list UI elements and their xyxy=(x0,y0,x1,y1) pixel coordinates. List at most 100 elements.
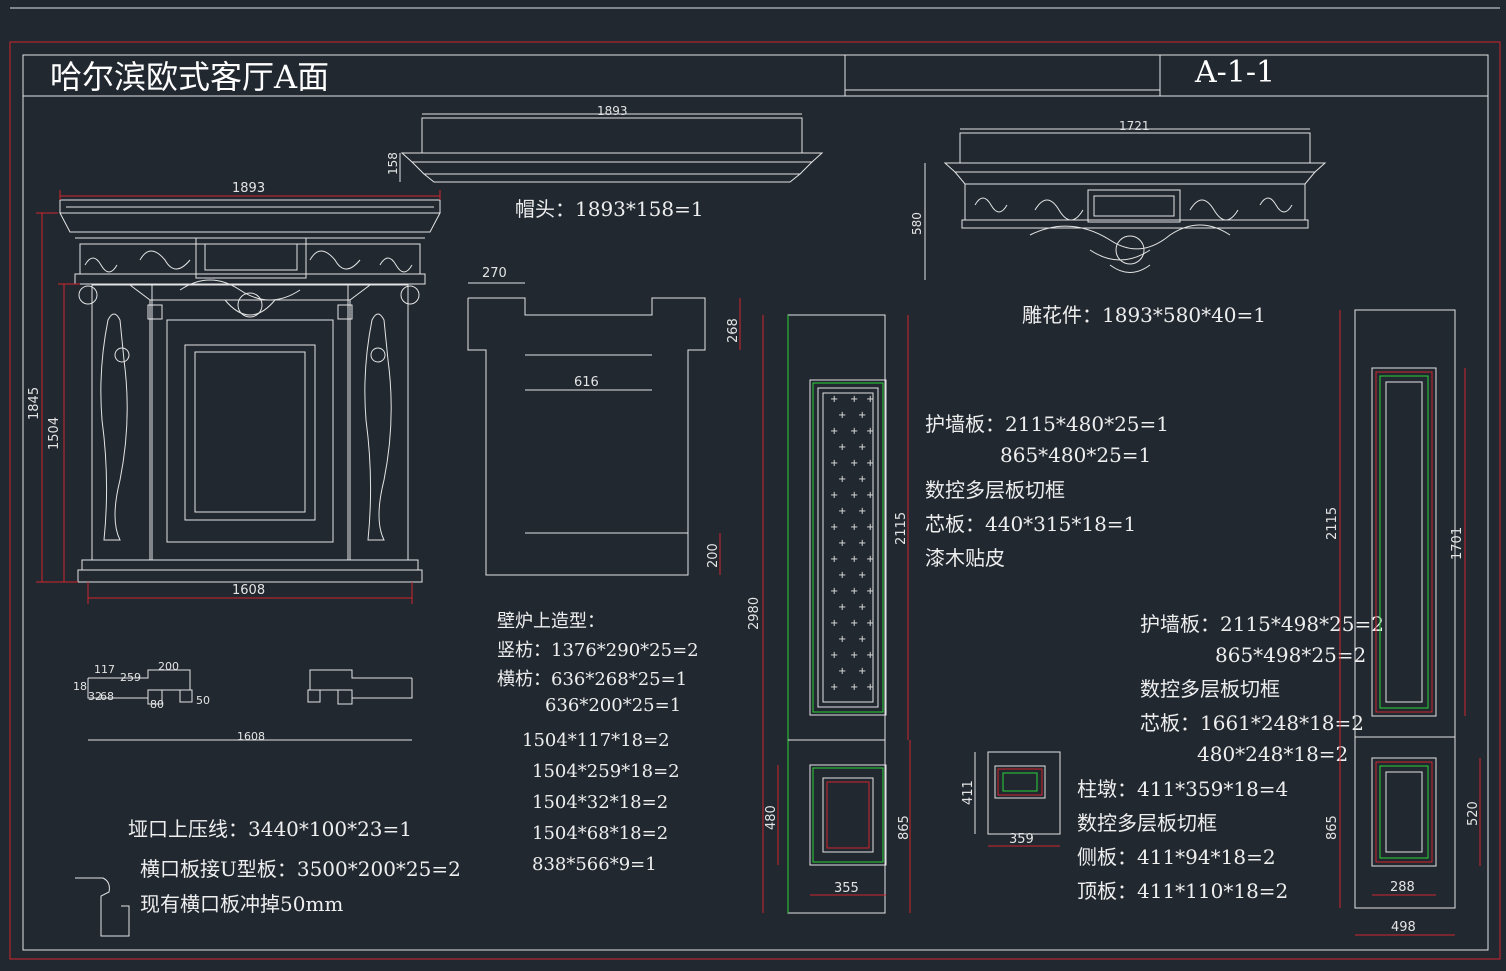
note-wall1-1: 865*480*25=1 xyxy=(1000,443,1151,467)
dim-panel1-width: 355 xyxy=(834,881,859,896)
dim-post-w: 359 xyxy=(1009,832,1034,847)
plus-mark: + xyxy=(866,490,874,501)
note-post-0: 柱墩：411*359*18=4 xyxy=(1077,777,1288,801)
dim-upper-mid: 616 xyxy=(574,375,599,390)
plus-mark: + xyxy=(858,602,866,613)
note-carve: 雕花件：1893*580*40=1 xyxy=(1022,303,1266,327)
plus-mark: + xyxy=(866,426,874,437)
plus-mark: + xyxy=(858,634,866,645)
note-wall1-4: 漆木贴皮 xyxy=(925,546,1005,570)
plus-mark: + xyxy=(850,554,858,565)
sheet-border xyxy=(9,7,1501,960)
note-wall2-4: 480*248*18=2 xyxy=(1197,742,1348,766)
dim-fp-width: 1893 xyxy=(232,181,265,196)
plus-mark: + xyxy=(858,442,866,453)
plus-mark: + xyxy=(850,426,858,437)
note-bottom-0: 垭口上压线：3440*100*23=1 xyxy=(128,817,412,841)
u-profile-detail xyxy=(75,877,130,937)
note-wall1-3: 芯板：440*315*18=1 xyxy=(925,512,1136,536)
dim-upper-top: 270 xyxy=(482,266,507,281)
plus-mark: + xyxy=(866,554,874,565)
plus-mark: + xyxy=(838,506,846,517)
plus-mark: + xyxy=(830,426,838,437)
plus-mark: + xyxy=(838,474,846,485)
plus-mark: + xyxy=(866,394,874,405)
plus-mark: + xyxy=(850,682,858,693)
plus-mark: + xyxy=(830,650,838,661)
note-post-3: 顶板：411*110*18=2 xyxy=(1077,879,1288,903)
note-wall2-3: 芯板：1661*248*18=2 xyxy=(1140,711,1364,735)
plus-mark: + xyxy=(866,458,874,469)
dim-panel2-inner: 1701 xyxy=(1450,527,1465,560)
plus-mark: + xyxy=(830,682,838,693)
dim-fp-base-width: 1608 xyxy=(232,583,265,598)
plus-mark: + xyxy=(866,618,874,629)
plus-mark: + xyxy=(838,666,846,677)
dim-plan-a1: 117 xyxy=(94,663,115,676)
plus-mark: + xyxy=(830,586,838,597)
plus-mark: + xyxy=(830,618,838,629)
dim-upper-right1: 268 xyxy=(726,318,741,343)
plus-mark: + xyxy=(830,458,838,469)
wall-panel-2: 2115 1701 865 520 288 498 xyxy=(1325,309,1481,936)
note-wall1-2: 数控多层板切框 xyxy=(925,478,1065,502)
note-upper-4: 1504*117*18=2 xyxy=(522,730,670,751)
plus-mark: + xyxy=(838,570,846,581)
plus-mark: + xyxy=(858,570,866,581)
note-upper-8: 838*566*9=1 xyxy=(532,854,657,875)
plus-mark: + xyxy=(858,410,866,421)
dim-plan-a5: 50 xyxy=(196,694,210,707)
dim-panel1-total: 2980 xyxy=(747,597,762,630)
dim-panel2-width: 498 xyxy=(1391,920,1416,935)
note-bottom-2: 现有横口板冲掉50mm xyxy=(140,892,343,916)
plus-mark: + xyxy=(830,490,838,501)
dim-carve-width: 1721 xyxy=(1119,119,1150,133)
plus-mark: + xyxy=(866,682,874,693)
plus-mark: + xyxy=(858,538,866,549)
dim-panel2-inner-w: 288 xyxy=(1390,880,1415,895)
plus-mark: + xyxy=(838,634,846,645)
dim-plan-a2: 259 xyxy=(120,671,141,684)
plus-mark: + xyxy=(830,394,838,405)
plus-mark: + xyxy=(838,538,846,549)
plus-mark: + xyxy=(850,650,858,661)
dim-plan-a6: 80 xyxy=(150,698,164,711)
note-bottom-1: 横口板接U型板：3500*200*25=2 xyxy=(140,857,461,881)
dim-upper-right2: 200 xyxy=(706,543,721,568)
plus-mark: + xyxy=(830,554,838,565)
plus-mark: + xyxy=(866,586,874,597)
note-wall2-0: 护墙板：2115*498*25=2 xyxy=(1140,612,1384,636)
dim-plan-a3: 200 xyxy=(158,660,179,673)
cap-profile: 1893 158 xyxy=(386,104,824,183)
plus-mark: + xyxy=(850,490,858,501)
note-cap: 帽头：1893*158=1 xyxy=(515,197,704,221)
fireplace-dimensions: 1893 1845 1504 1608 xyxy=(27,181,441,604)
carving-profile: 1721 580 xyxy=(910,119,1327,280)
sheet-number: A-1-1 xyxy=(1194,55,1275,90)
dim-plan-a8: 68 xyxy=(100,690,114,703)
note-upper-7: 1504*68*18=2 xyxy=(532,823,668,844)
plan-section: 117 259 200 18 50 80 32 68 1608 xyxy=(73,660,413,743)
plus-mark: + xyxy=(858,666,866,677)
note-upper-0: 壁炉上造型： xyxy=(497,611,605,632)
dim-panel1-top: 2115 xyxy=(894,512,909,545)
plus-mark: + xyxy=(830,522,838,533)
fireplace-elevation xyxy=(59,199,441,583)
dim-post-h: 411 xyxy=(961,780,976,805)
dim-panel2-inner-b: 520 xyxy=(1466,801,1481,826)
note-upper-5: 1504*259*18=2 xyxy=(532,761,680,782)
dim-fp-inner-height: 1504 xyxy=(47,417,62,450)
plus-mark: + xyxy=(838,602,846,613)
dim-plan-a7: 32 xyxy=(88,690,102,703)
note-wall1-0: 护墙板：2115*480*25=1 xyxy=(925,412,1169,436)
dim-carve-height: 580 xyxy=(910,212,924,235)
plus-mark: + xyxy=(858,474,866,485)
dim-panel1-bottom: 865 xyxy=(897,815,912,840)
post-detail: 411 359 xyxy=(961,751,1061,847)
dim-cap-height: 158 xyxy=(386,152,400,175)
dim-cap-width: 1893 xyxy=(597,104,628,118)
note-post-2: 侧板：411*94*18=2 xyxy=(1077,845,1276,869)
wall-panel-1: 2980 2115 865 480 355 ++++++++++++++++++… xyxy=(747,314,912,914)
